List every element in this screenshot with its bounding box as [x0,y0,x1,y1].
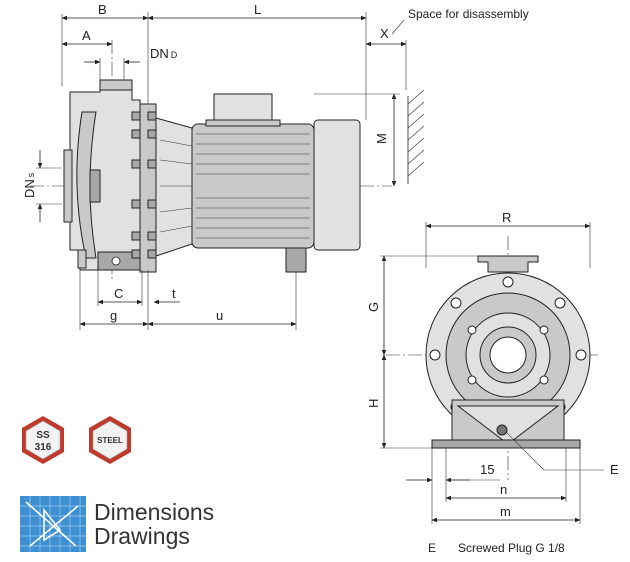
section-title-line2: Drawings [94,523,190,549]
dim-label-C: C [114,286,123,301]
dim-label-R: R [502,210,511,225]
dim-label-B: B [98,2,107,17]
dimensions-drawings-logo [20,496,86,552]
dim-label-m: m [500,504,511,519]
dim-label-E: E [610,462,619,477]
section-title-line1: Dimensions [94,499,214,525]
dim-label-L: L [254,2,261,17]
dim-label-DN-s: DNs [22,172,37,198]
dim-label-G: G [366,302,381,312]
front-view: R G H 15 n m E E Screwed Plug G 1/8 [366,210,619,555]
flange-bolts [131,111,157,259]
dim-label-g: g [110,308,117,323]
plug-note-desc: Screwed Plug G 1/8 [458,541,565,555]
plug-note-code: E [428,541,436,555]
steel-badge-label: STEEL [97,436,123,445]
dim-label-t: t [172,286,176,301]
dim-label-A: A [82,28,91,43]
dim-label-n: n [500,482,507,497]
ss-badge-line1: SS [36,430,50,441]
ss-badge-line2: 316 [35,442,52,453]
steel-badge: STEEL [89,416,131,464]
motor-fins [196,133,310,239]
dim-label-M: M [374,133,389,144]
dim-label-u: u [216,308,223,323]
disassembly-note: Space for disassembly [408,7,529,21]
wall-hatch [407,89,425,184]
ss316-badge: SS 316 [22,416,64,464]
dim-label-15: 15 [480,462,494,477]
dim-label-X: X [380,26,389,41]
dim-label-H: H [366,399,381,408]
